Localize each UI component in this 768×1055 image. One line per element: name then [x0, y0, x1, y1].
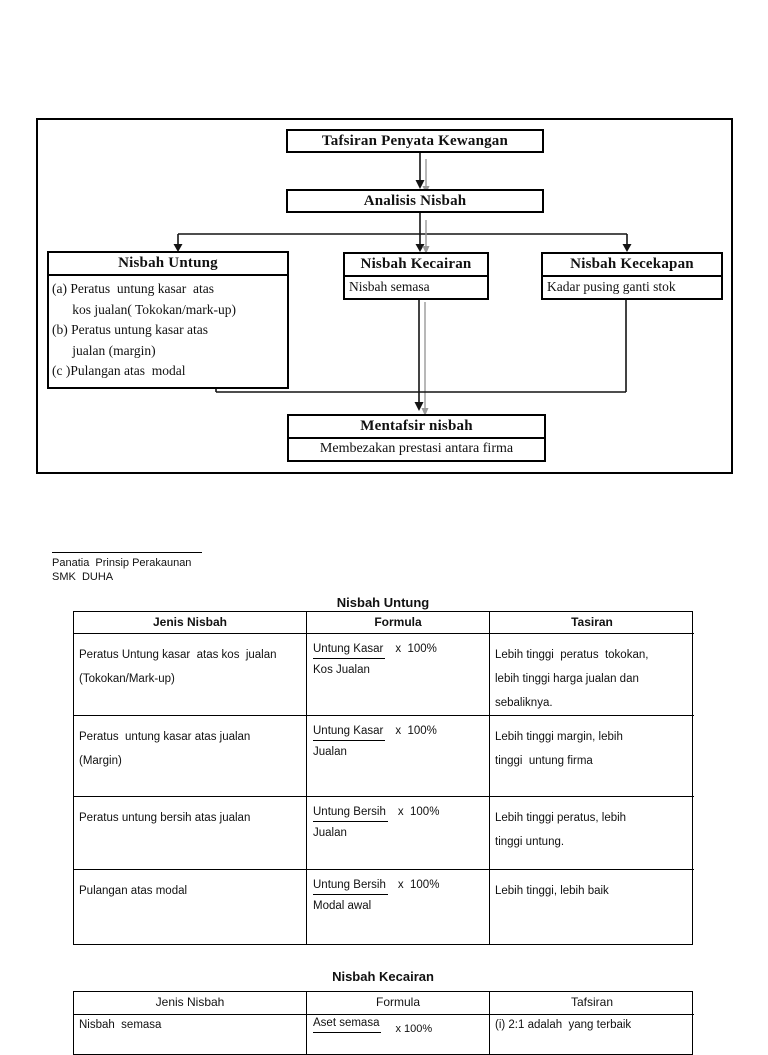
liquidity-ratio-node: Nisbah Kecairan Nisbah semasa — [343, 252, 494, 303]
formula-multiplier: x 100% — [395, 1023, 433, 1035]
column-header: Formula — [306, 992, 489, 1014]
analysis-node-label: Analisis Nisbah — [363, 193, 467, 209]
formula-numerator: Aset semasa — [313, 1017, 382, 1033]
table-cell-jenis: Peratus Untung kasar atas kos jualan (To… — [74, 633, 306, 715]
formula-multiplier: x 100% — [395, 643, 437, 655]
profit-table-title: Nisbah Untung — [336, 595, 430, 610]
interpret-ratio-body: Membezakan prestasi antara firma — [289, 437, 544, 460]
formula-multiplier: x 100% — [397, 879, 440, 891]
liquidity-ratio-table: Jenis Nisbah Formula Tafsiran Nisbah sem… — [73, 991, 694, 1055]
profit-ratio-node: Nisbah Untung (a) Peratus untung kasar a… — [47, 251, 294, 391]
table-cell-formula: Untung Bersih x 100% Jualan — [306, 796, 489, 869]
formula-denominator: Jualan — [313, 827, 347, 839]
table-cell-jenis: Peratus untung bersih atas jualan — [74, 796, 306, 869]
liquidity-ratio-item: Nisbah semasa — [345, 275, 487, 298]
formula-multiplier: x 100% — [397, 806, 440, 818]
efficiency-ratio-title: Nisbah Kecekapan — [570, 256, 694, 272]
profit-ratio-title: Nisbah Untung — [118, 255, 218, 271]
table-cell-jenis: Pulangan atas modal — [74, 869, 306, 944]
author-credit: Panatia Prinsip Perakaunan SMK DUHA — [52, 552, 202, 584]
table-cell-formula: Untung Kasar x 100% Kos Jualan — [306, 633, 489, 715]
document-page: { "flowchart": { "root_label": "Tafsiran… — [36, 118, 733, 1055]
table-cell-tafsiran: Lebih tinggi peratus tokokan, lebih ting… — [489, 633, 694, 715]
table-cell-formula: Untung Bersih x 100% Modal awal — [306, 869, 489, 944]
liquidity-table-title: Nisbah Kecairan — [332, 969, 434, 984]
credit-line-2: SMK DUHA — [52, 570, 114, 583]
formula-numerator: Untung Bersih — [313, 806, 388, 822]
table-cell-tafsiran: Lebih tinggi peratus, lebih tinggi untun… — [489, 796, 694, 869]
column-header: Tasiran — [489, 612, 694, 633]
column-header: Formula — [306, 612, 489, 633]
profit-ratio-table: Jenis Nisbah Formula Tasiran Peratus Unt… — [73, 611, 694, 945]
column-header: Jenis Nisbah — [152, 615, 228, 629]
credit-divider — [52, 552, 202, 553]
efficiency-ratio-node: Nisbah Kecekapan Kadar pusing ganti stok — [541, 252, 728, 303]
table-cell-formula: Aset semasa x 100% — [306, 1014, 489, 1054]
root-node-label: Tafsiran Penyata Kewangan — [321, 133, 509, 149]
column-header: Jenis Nisbah — [155, 995, 225, 1009]
column-header: Tafsiran — [489, 992, 694, 1014]
analysis-node: Analisis Nisbah — [286, 189, 549, 216]
table-cell-jenis: Peratus untung kasar atas jualan (Margin… — [74, 715, 306, 796]
formula-denominator: Jualan — [313, 746, 347, 758]
formula-denominator: Modal awal — [313, 900, 372, 912]
formula-numerator: Untung Kasar — [313, 643, 386, 659]
interpret-ratio-node: Mentafsir nisbah Membezakan prestasi ant… — [287, 414, 551, 465]
profit-ratio-items: (a) Peratus untung kasar atas kos jualan… — [49, 274, 287, 387]
table-cell-jenis: Nisbah semasa — [74, 1014, 306, 1054]
table-cell-formula: Untung Kasar x 100% Jualan — [306, 715, 489, 796]
root-node: Tafsiran Penyata Kewangan — [286, 129, 549, 156]
efficiency-ratio-item: Kadar pusing ganti stok — [543, 275, 721, 298]
formula-denominator: Kos Jualan — [313, 664, 370, 676]
credit-line-1: Panatia Prinsip Perakaunan — [52, 557, 192, 569]
table-cell-tafsiran: Lebih tinggi margin, lebih tinggi untung… — [489, 715, 694, 796]
table-cell-tafsiran: Lebih tinggi, lebih baik — [489, 869, 694, 944]
financial-statement-flowchart: Tafsiran Penyata Kewangan Analisis Nisba… — [36, 118, 733, 474]
formula-numerator: Untung Bersih — [313, 879, 388, 895]
formula-numerator: Untung Kasar — [313, 725, 386, 741]
formula-multiplier: x 100% — [395, 725, 437, 737]
interpret-ratio-title: Mentafsir nisbah — [360, 418, 473, 434]
liquidity-ratio-title: Nisbah Kecairan — [360, 256, 472, 272]
table-cell-tafsiran: (i) 2:1 adalah yang terbaik — [489, 1014, 694, 1054]
